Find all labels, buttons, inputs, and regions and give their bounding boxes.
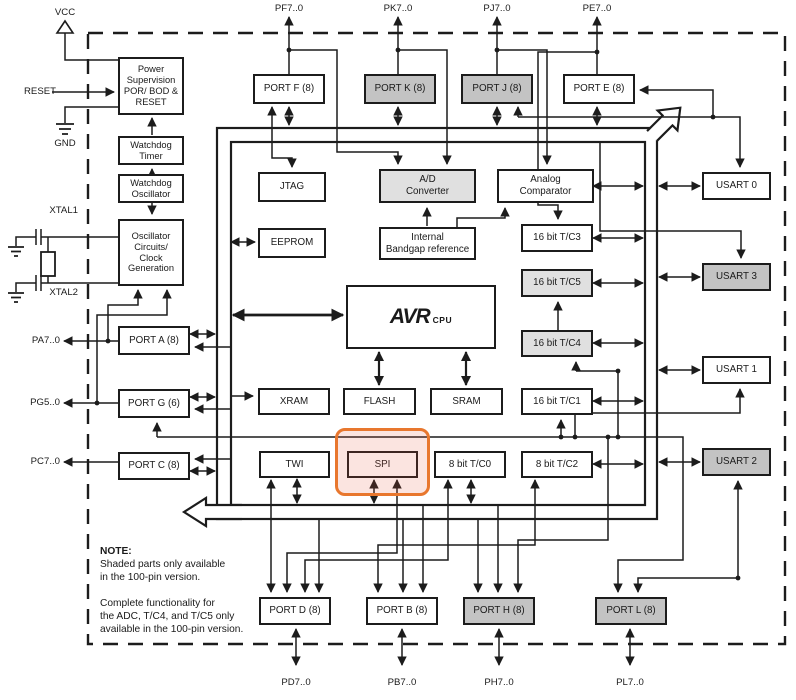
block-16bit-tc5: 16 bit T/C5 — [521, 269, 593, 297]
block-port-l: PORT L (8) — [595, 597, 667, 625]
pin-label-pf: PF7..0 — [274, 3, 304, 14]
block-port-a: PORT A (8) — [118, 326, 190, 355]
block-usart3: USART 3 — [702, 263, 771, 291]
block-port-e: PORT E (8) — [563, 74, 635, 104]
bus-arrow-topright — [646, 106, 682, 142]
block-usart2: USART 2 — [702, 448, 771, 476]
block-analog-comparator: Analog Comparator — [497, 169, 594, 203]
note-complete-functionality: Complete functionality for the ADC, T/C4… — [100, 598, 244, 636]
block-port-d: PORT D (8) — [259, 597, 331, 625]
pin-label-pg: PG5..0 — [30, 397, 60, 408]
pin-label-pa: PA7..0 — [31, 335, 60, 346]
block-port-f: PORT F (8) — [253, 74, 325, 104]
block-xram: XRAM — [258, 388, 330, 415]
block-power-supervision: Power Supervision POR/ BOD & RESET — [118, 57, 184, 115]
pin-label-pc: PC7..0 — [30, 456, 60, 467]
block-16bit-tc3: 16 bit T/C3 — [521, 224, 593, 252]
pin-label-xtal1: XTAL1 — [49, 205, 78, 216]
bus-arrow-left — [181, 495, 242, 529]
block-port-h: PORT H (8) — [463, 597, 535, 625]
block-port-j: PORT J (8) — [461, 74, 533, 104]
pin-label-gnd: GND — [54, 138, 76, 149]
block-16bit-tc4: 16 bit T/C4 — [521, 330, 593, 357]
junction-dots — [94, 47, 741, 581]
block-port-k: PORT K (8) — [364, 74, 436, 104]
block-eeprom: EEPROM — [258, 228, 326, 258]
block-watchdog-timer: Watchdog Timer — [118, 136, 184, 165]
block-oscillator-circuits: Oscillator Circuits/ Clock Generation — [118, 219, 184, 286]
block-adc: A/D Converter — [379, 169, 476, 203]
pin-label-ph: PH7..0 — [484, 677, 514, 688]
block-8bit-tc0: 8 bit T/C0 — [434, 451, 506, 478]
pin-label-reset: RESET — [24, 86, 56, 97]
pin-label-pj: PJ7..0 — [483, 3, 511, 14]
pin-label-xtal2: XTAL2 — [49, 287, 78, 298]
block-port-g: PORT G (6) — [118, 389, 190, 418]
block-spi[interactable]: SPI — [347, 451, 418, 478]
block-watchdog-oscillator: Watchdog Oscillator — [118, 174, 184, 203]
note-heading: NOTE: — [100, 546, 132, 557]
block-bandgap: Internal Bandgap reference — [379, 227, 476, 260]
block-16bit-tc1: 16 bit T/C1 — [521, 388, 593, 415]
pin-label-pe: PE7..0 — [582, 3, 612, 14]
block-usart0: USART 0 — [702, 172, 771, 200]
block-usart1: USART 1 — [702, 356, 771, 384]
avr-logo: AVR — [389, 304, 431, 328]
cpu-label: CPU — [432, 314, 453, 325]
block-port-b: PORT B (8) — [366, 597, 438, 625]
pin-label-pl: PL7..0 — [616, 677, 644, 688]
pin-label-pb: PB7..0 — [387, 677, 417, 688]
block-flash: FLASH — [343, 388, 416, 415]
block-sram: SRAM — [430, 388, 503, 415]
pin-label-pk: PK7..0 — [383, 3, 413, 14]
block-port-c: PORT C (8) — [118, 452, 190, 480]
pin-label-pd: PD7..0 — [281, 677, 311, 688]
spi-highlight-ring[interactable] — [335, 428, 430, 496]
block-avr-cpu: AVR CPU — [346, 285, 496, 349]
package-dashed-border — [86, 31, 787, 646]
block-8bit-tc2: 8 bit T/C2 — [521, 451, 593, 478]
block-twi: TWI — [259, 451, 330, 478]
note-shaded-parts: Shaded parts only available in the 100-p… — [100, 559, 226, 584]
pin-label-vcc: VCC — [54, 7, 76, 18]
block-jtag: JTAG — [258, 172, 326, 202]
